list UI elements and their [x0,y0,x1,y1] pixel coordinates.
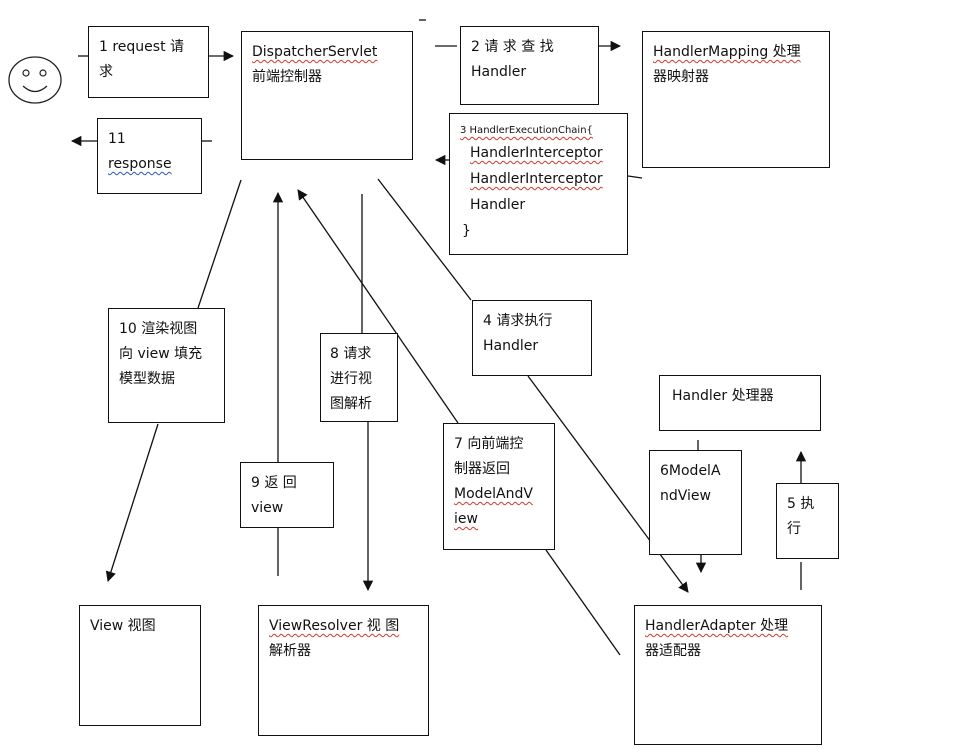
handler-box: Handler 处理器 [659,375,821,431]
response-box: 11 response [97,118,202,194]
execute-handler-box: 4 请求执行 Handler [472,300,592,376]
request-label-cont: 求 [99,64,113,80]
return-view-label: 9 返 回 [251,475,297,491]
view-resolver-box: ViewResolver 视 图 解析器 [258,605,429,736]
resolve-label-3: 图解析 [330,396,372,412]
chain-header: 3 HandlerExecutionChain{ [460,125,593,136]
resolve-label-1: 8 请求 [330,346,372,362]
arrow-mav-to-dispatcher [297,189,459,424]
render-label-1: 10 渲染视图 [119,321,198,337]
handler-mapping-title: HandlerMapping 处理 [653,44,801,60]
arrow-render-to-view [105,423,159,582]
return-mav-label-4: iew [454,511,478,527]
return-view-label-cont: view [251,500,284,516]
view-resolver-subtitle: 解析器 [269,643,311,659]
request-box: 1 request 请 求 [88,26,209,98]
find-handler-box: 2 请 求 查 找 Handler [460,26,599,105]
return-mav-label-3: ModelAndV [454,486,533,502]
request-label: 1 request 请 [99,39,185,55]
line-dispatcher-to-render [197,179,242,309]
handler-label: Handler 处理器 [672,388,774,404]
render-label-2: 向 view 填充 [119,346,203,362]
return-mav-label-2: 制器返回 [454,461,510,477]
return-model-and-view-box: 7 向前端控 制器返回 ModelAndV iew [443,423,555,550]
view-resolver-title: ViewResolver 视 图 [269,618,400,634]
execute-box: 5 执 行 [776,483,839,559]
arrow-execute-to-adapter [527,375,689,593]
view-box: View 视图 [79,605,201,726]
response-label: response [108,156,172,172]
line-dispatcher-to-execute [377,178,472,301]
return-view-box: 9 返 回 view [240,462,334,528]
execute-handler-label-cont: Handler [483,338,539,354]
handler-adapter-subtitle: 器适配器 [645,643,701,659]
model-and-view-label-1: 6ModelA [660,463,721,479]
arrow-mapping-to-chain [627,175,643,179]
dispatcher-title: DispatcherServlet [252,44,378,60]
model-and-view-box: 6ModelA ndView [649,450,742,555]
handler-mapping-subtitle: 器映射器 [653,69,709,85]
execute-label-cont: 行 [787,521,801,537]
handler-adapter-box: HandlerAdapter 处理 器适配器 [634,605,822,745]
resolve-view-box: 8 请求 进行视 图解析 [320,333,398,422]
execute-label: 5 执 [787,496,815,512]
find-handler-label-cont: Handler [471,64,527,80]
dispatcher-servlet-box: DispatcherServlet 前端控制器 [241,31,413,160]
line-adapter-to-mav [545,549,621,656]
user-smiley-icon [8,56,62,104]
render-label-3: 模型数据 [119,371,175,387]
response-step: 11 [108,131,126,147]
return-mav-label-1: 7 向前端控 [454,436,524,452]
render-view-box: 10 渲染视图 向 view 填充 模型数据 [108,308,225,423]
chain-close: } [462,223,471,239]
resolve-label-2: 进行视 [330,371,372,387]
handler-adapter-title: HandlerAdapter 处理 [645,618,789,634]
chain-interceptor-2: HandlerInterceptor [470,171,603,187]
chain-interceptor-1: HandlerInterceptor [470,145,603,161]
handler-mapping-box: HandlerMapping 处理 器映射器 [642,31,830,168]
view-label: View 视图 [90,618,156,634]
execute-handler-label: 4 请求执行 [483,313,553,329]
find-handler-label: 2 请 求 查 找 [471,39,554,55]
model-and-view-label-2: ndView [660,488,711,504]
dispatcher-subtitle: 前端控制器 [252,69,322,85]
handler-execution-chain-box: 3 HandlerExecutionChain{ HandlerIntercep… [449,113,628,255]
chain-handler: Handler [470,197,526,213]
